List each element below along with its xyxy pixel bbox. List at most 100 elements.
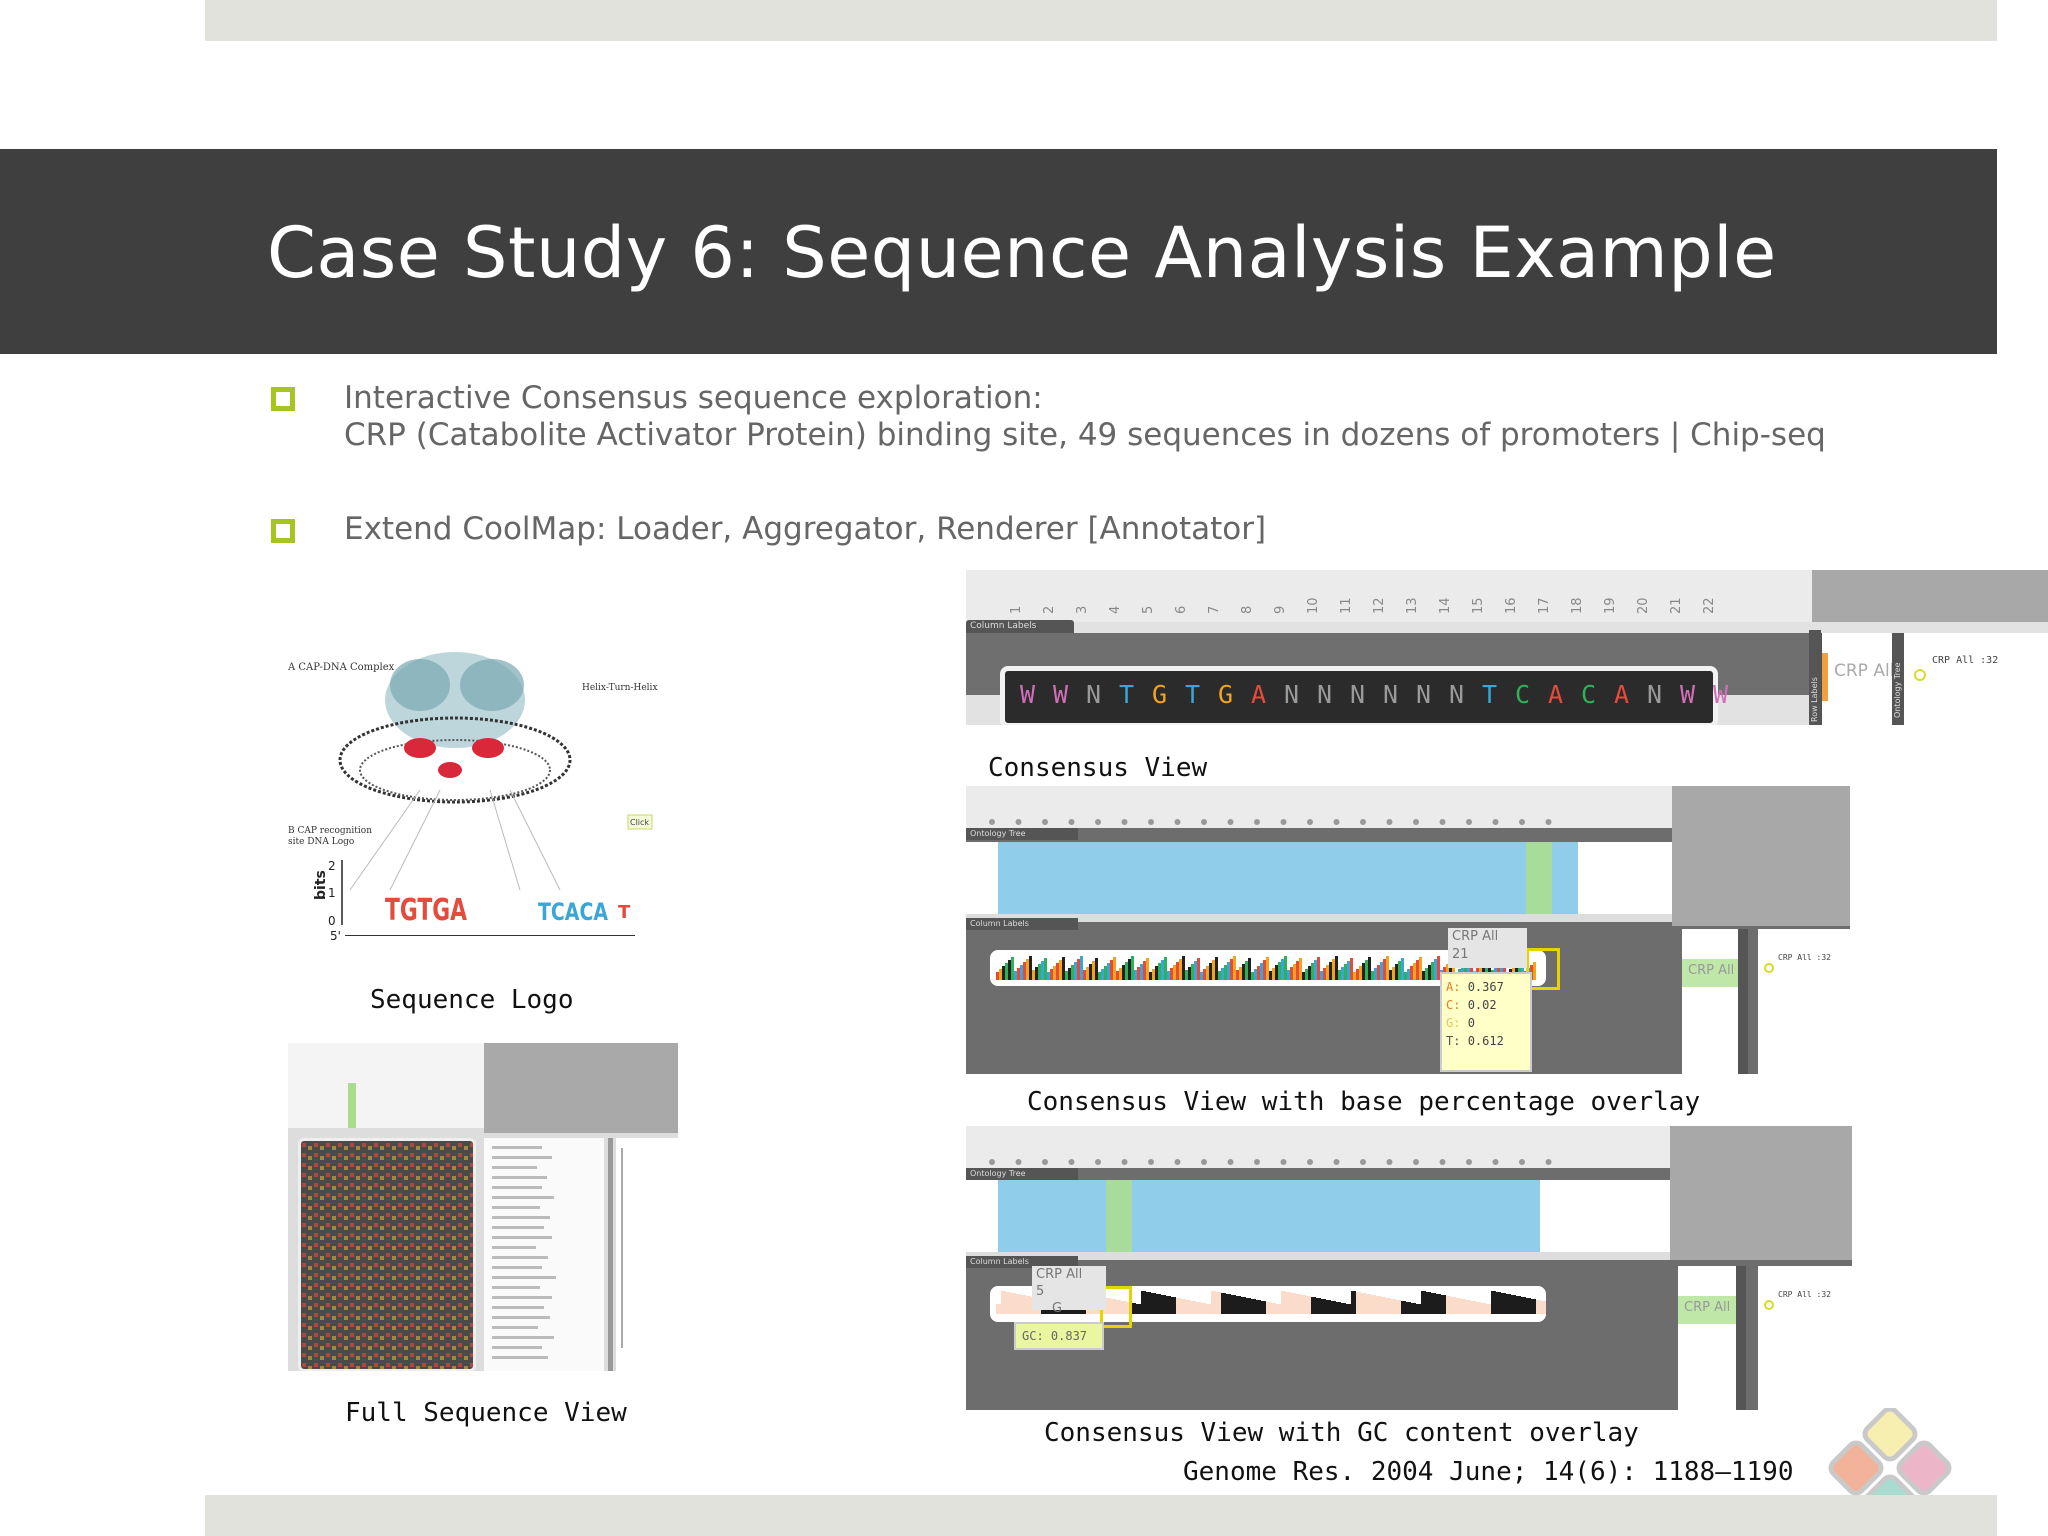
consensus-base[interactable]: C [1514, 680, 1531, 709]
tree-node-dot[interactable] [1121, 1159, 1128, 1165]
tree-node-dot[interactable] [1121, 819, 1128, 825]
overlay2-corner [1670, 1126, 1852, 1260]
consensus-base[interactable]: N [1448, 680, 1465, 709]
tree-node-dot[interactable] [1439, 1159, 1446, 1165]
tree-node-dot[interactable] [1095, 819, 1101, 825]
figure-label-b-2: site DNA Logo [288, 837, 354, 847]
overlay2-sequence-track[interactable] [990, 1286, 1546, 1322]
tree-node-dot[interactable] [989, 819, 995, 825]
ontology-node-label[interactable]: CRP All :32 [1778, 1290, 1831, 1299]
ontology-node-label[interactable]: CRP All :32 [1932, 655, 1999, 666]
consensus-base[interactable]: N [1382, 680, 1399, 709]
overlay2-column-labels-tab[interactable]: Column Labels [966, 1256, 1078, 1268]
tree-node-dot[interactable] [1466, 1159, 1472, 1165]
consensus-base[interactable]: T [1184, 680, 1201, 709]
overlay2-selected-column[interactable] [1106, 1180, 1132, 1252]
column-number: 11 [1339, 597, 1354, 614]
consensus-base[interactable]: W [1052, 680, 1069, 709]
overlay2-column-band [998, 1180, 1540, 1252]
column-number: 12 [1372, 597, 1387, 614]
consensus-base[interactable]: A [1250, 680, 1267, 709]
consensus-base[interactable]: N [1283, 680, 1300, 709]
tree-node-dot[interactable] [1413, 1159, 1419, 1165]
tree-node-dot[interactable] [1254, 819, 1260, 825]
tree-node-dot[interactable] [1068, 1159, 1075, 1165]
click-tag-label: Click [630, 818, 649, 827]
overlay1-column-labels-tab[interactable]: Column Labels [966, 918, 1078, 930]
overlay1-selected-column[interactable] [1526, 842, 1552, 914]
tree-node-dot[interactable] [989, 1159, 995, 1165]
column-number: 10 [1306, 597, 1321, 614]
tree-node-dot[interactable] [1227, 819, 1234, 825]
tree-node-dot[interactable] [1492, 1159, 1499, 1165]
consensus-column-labels-tab[interactable]: Column Labels [966, 620, 1074, 633]
tree-node-dot[interactable] [1413, 819, 1419, 825]
ontology-node-icon[interactable] [1914, 669, 1926, 681]
consensus-base[interactable]: A [1613, 680, 1630, 709]
consensus-base[interactable]: G [1151, 680, 1168, 709]
overlay1-hover-cell[interactable] [1526, 948, 1560, 990]
consensus-base[interactable]: C [1580, 680, 1597, 709]
caption-sequence-logo: Sequence Logo [370, 985, 574, 1015]
helix-label: Helix-Turn-Helix [582, 683, 658, 693]
overlay1-ontology-tab[interactable]: Ontology Tree [966, 828, 1078, 840]
tree-node-dot[interactable] [1174, 819, 1181, 825]
consensus-row-labels-tab[interactable]: Row Labels [1809, 630, 1821, 725]
tree-node-dot[interactable] [1307, 819, 1313, 825]
overlay2-row-labels: CRP All [1678, 1266, 1736, 1410]
tree-node-dot[interactable] [1333, 819, 1340, 825]
tree-node-dot[interactable] [1439, 819, 1446, 825]
tree-node-dot[interactable] [1201, 1159, 1207, 1165]
consensus-base[interactable]: N [1085, 680, 1102, 709]
consensus-base[interactable]: N [1646, 680, 1663, 709]
consensus-base[interactable]: T [1481, 680, 1498, 709]
tree-node-dot[interactable] [1519, 1159, 1525, 1165]
ontology-node-label[interactable]: CRP All :32 [1778, 953, 1831, 962]
tree-node-dot[interactable] [1360, 819, 1366, 825]
tree-node-dot[interactable] [1545, 819, 1552, 825]
consensus-base[interactable]: N [1349, 680, 1366, 709]
column-number: 3 [1075, 606, 1090, 614]
consensus-ontology-tab[interactable]: Ontology Tree [1892, 633, 1904, 725]
tree-node-dot[interactable] [1015, 1159, 1022, 1165]
consensus-base[interactable]: N [1316, 680, 1333, 709]
consensus-base[interactable]: A [1547, 680, 1564, 709]
tree-node-dot[interactable] [1068, 819, 1075, 825]
ontology-node-icon[interactable] [1764, 963, 1774, 973]
tree-node-dot[interactable] [1386, 1159, 1393, 1165]
consensus-base[interactable]: W [1712, 680, 1729, 709]
overlay2-ontology-tab[interactable]: Ontology Tree [966, 1168, 1078, 1180]
tree-node-dot[interactable] [1174, 1159, 1181, 1165]
tree-node-dot[interactable] [1386, 819, 1393, 825]
tree-node-dot[interactable] [1201, 819, 1207, 825]
tree-node-dot[interactable] [1254, 1159, 1260, 1165]
consensus-base[interactable]: G [1217, 680, 1234, 709]
tree-node-dot[interactable] [1227, 1159, 1234, 1165]
consensus-ontology-tree: CRP All :32 [1904, 633, 2048, 725]
consensus-row-label[interactable]: CRP All [1834, 661, 1895, 681]
tree-node-dot[interactable] [1042, 1159, 1048, 1165]
tree-node-dot[interactable] [1519, 819, 1525, 825]
consensus-base[interactable]: T [1118, 680, 1135, 709]
tree-node-dot[interactable] [1492, 819, 1499, 825]
tree-node-dot[interactable] [1015, 819, 1022, 825]
tree-node-dot[interactable] [1280, 819, 1287, 825]
overlay1-column-band [998, 842, 1578, 914]
tree-node-dot[interactable] [1545, 1159, 1552, 1165]
ontology-node-icon[interactable] [1764, 1300, 1774, 1310]
tree-node-dot[interactable] [1148, 1159, 1154, 1165]
overlay1-row-label[interactable]: CRP All [1688, 963, 1735, 978]
consensus-base[interactable]: N [1415, 680, 1432, 709]
consensus-base[interactable]: W [1019, 680, 1036, 709]
consensus-base[interactable]: W [1679, 680, 1696, 709]
tree-node-dot[interactable] [1360, 1159, 1366, 1165]
tree-node-dot[interactable] [1307, 1159, 1313, 1165]
tree-node-dot[interactable] [1280, 1159, 1287, 1165]
overlay2-row-label[interactable]: CRP All [1684, 1300, 1731, 1315]
tree-node-dot[interactable] [1042, 819, 1048, 825]
tree-node-dot[interactable] [1148, 819, 1154, 825]
tree-node-dot[interactable] [1333, 1159, 1340, 1165]
tree-node-dot[interactable] [1466, 819, 1472, 825]
tree-node-dot[interactable] [1095, 1159, 1101, 1165]
